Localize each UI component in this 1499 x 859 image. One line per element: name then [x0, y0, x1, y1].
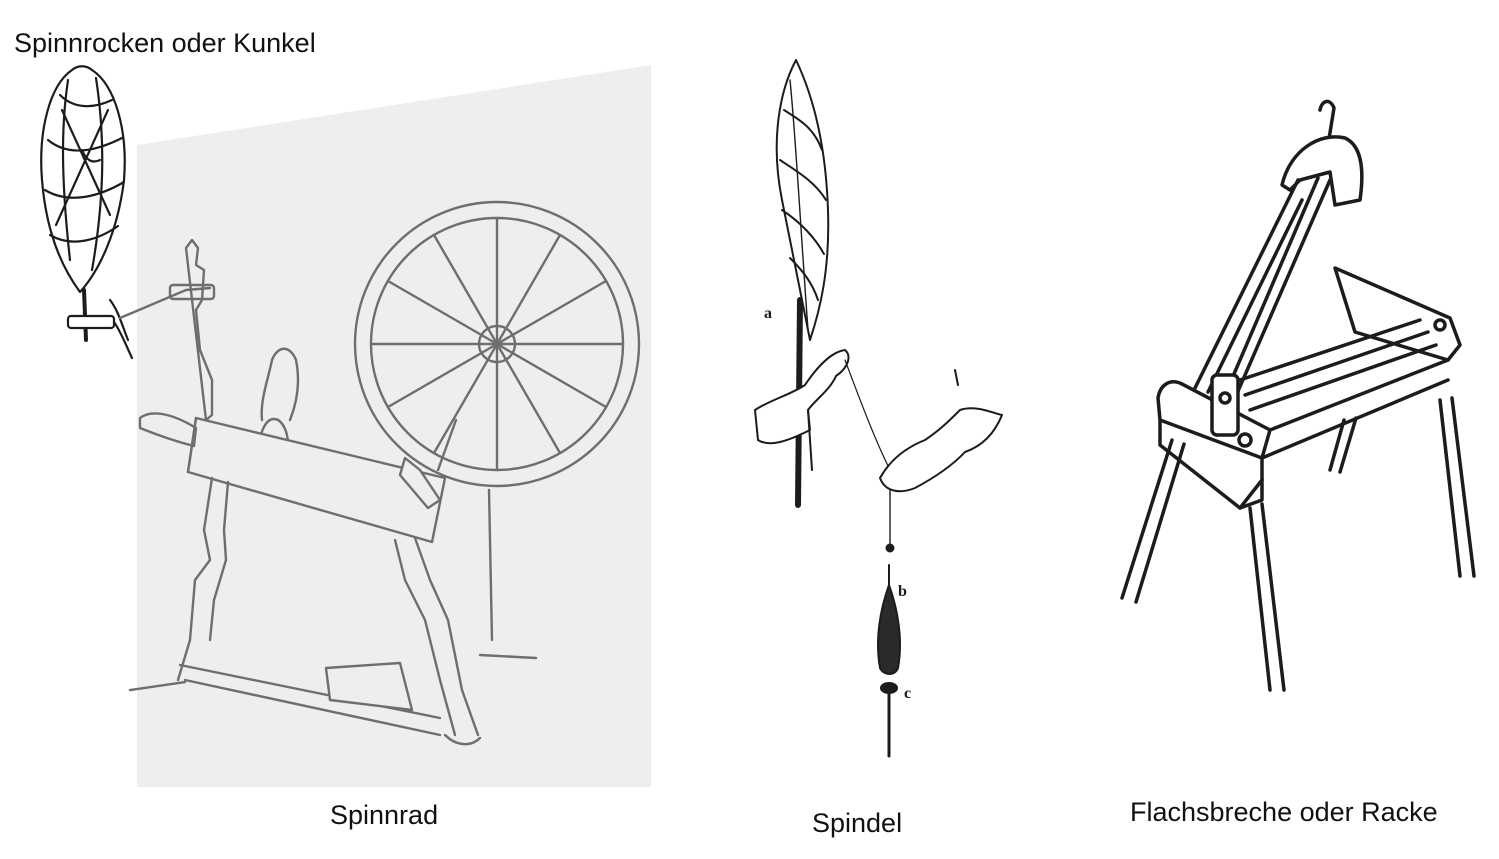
flax-break-illustration [1120, 99, 1476, 692]
spinning-wheel-backdrop [137, 65, 651, 787]
spinning-wheel-label: Spinnrad [330, 800, 439, 830]
spinning-wheel-illustration [118, 200, 641, 746]
wheel-spokes [369, 216, 625, 472]
flax-break-label: Flachsbreche oder Racke [1130, 797, 1438, 827]
spindle-label: Spindel [812, 808, 903, 838]
distaff-label: Spinnrocken oder Kunkel [14, 28, 316, 58]
spindle-letter-c: c [904, 685, 911, 702]
spindle-letter-a: a [764, 305, 772, 322]
spindle-letter-b: b [898, 583, 907, 600]
distaff-illustration [40, 65, 134, 360]
spindle-illustration [754, 59, 1003, 758]
